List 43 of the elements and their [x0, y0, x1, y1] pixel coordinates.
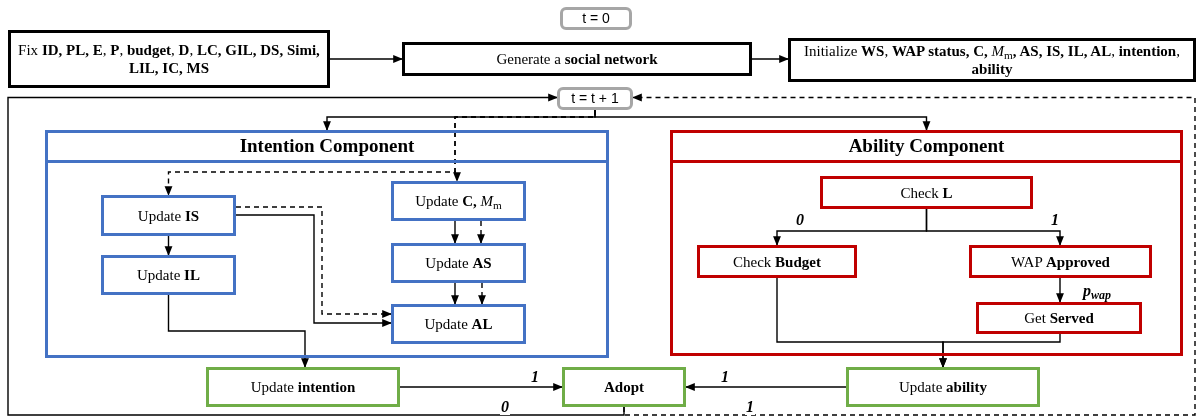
arrow: [7, 93, 625, 416]
arrow: [451, 220, 459, 244]
component-container: [670, 130, 1183, 356]
arrow: [399, 383, 563, 391]
process-box: Update intention: [206, 367, 400, 407]
process-box: Update AL: [391, 304, 526, 344]
process-box: Update IL: [101, 255, 236, 295]
edge-label: 1: [720, 369, 730, 385]
process-box: Generate a social network: [402, 42, 752, 76]
process-box: Check L: [820, 176, 1033, 209]
arrow: [451, 282, 459, 305]
arrow: [751, 55, 789, 63]
component-heading: Ability Component: [848, 134, 1005, 159]
process-box: Update ability: [846, 367, 1040, 407]
arrow: [1056, 277, 1064, 303]
edge-label: 1: [530, 369, 540, 385]
edge-label: 0: [795, 212, 805, 228]
edge-label: 0: [500, 399, 510, 415]
arrow: [453, 109, 596, 182]
process-box: Update IS: [101, 195, 236, 236]
arrow: [167, 294, 309, 368]
edge-label: 1: [745, 399, 755, 415]
process-box: Initialize WS, WAP status, C, M$_{m}$, AS, IS, IL, AL, intention, ability: [788, 38, 1196, 82]
arrow: [477, 220, 485, 244]
time-step-box: t = t + 1: [557, 87, 633, 110]
arrow: [164, 235, 173, 256]
edge-label: 1: [1050, 212, 1060, 228]
process-box: Adopt: [562, 367, 686, 407]
process-box: Fix ID, PL, E, P, budget, D, LC, GIL, DS, Simi, LIL, IC, MS: [8, 30, 330, 88]
process-box: Check Budget: [697, 245, 857, 278]
arrow: [329, 55, 403, 63]
arrow: [478, 282, 486, 305]
time-step-box: t = 0: [560, 7, 632, 30]
process-box: WAP Approved: [969, 245, 1152, 278]
arrow: [939, 333, 1061, 368]
arrow: [685, 383, 847, 391]
component-heading: Intention Component: [239, 134, 415, 159]
arrow: [623, 93, 1196, 416]
component-container: [45, 130, 609, 358]
process-box: Update AS: [391, 243, 526, 283]
process-box: Get Served: [976, 302, 1142, 334]
arrow: [925, 208, 1064, 246]
process-box: Update C, M$_{m}$: [391, 181, 526, 221]
